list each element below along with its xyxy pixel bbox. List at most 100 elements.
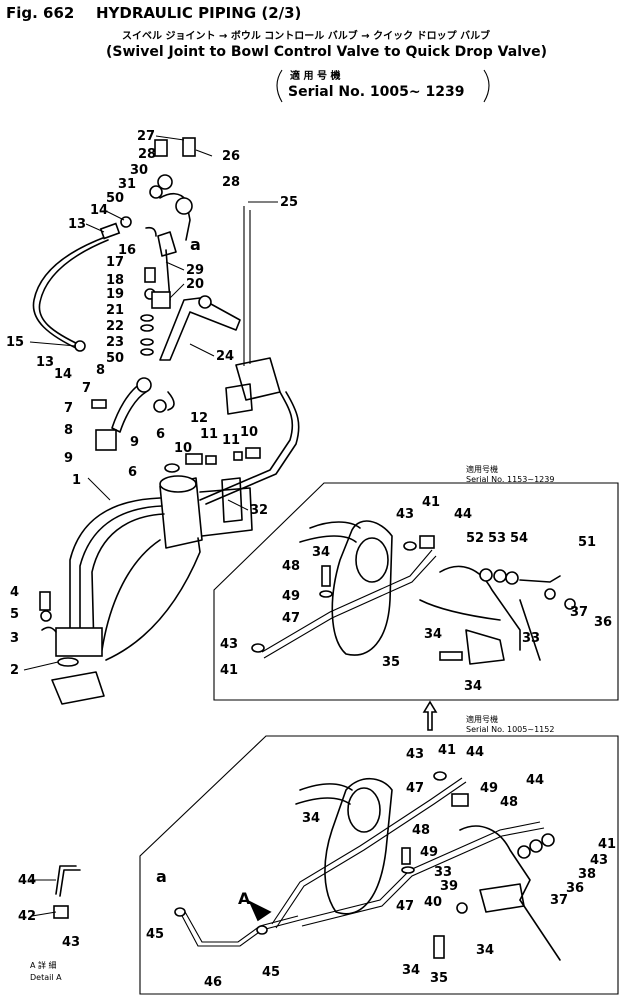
callout-main: 5 bbox=[10, 607, 19, 622]
callout-lower: 49 bbox=[480, 781, 498, 796]
callout-lower: 41 bbox=[438, 743, 456, 758]
leader-lines bbox=[23, 135, 278, 917]
callout-main: 17 bbox=[106, 255, 124, 270]
callout-main: 19 bbox=[106, 287, 124, 302]
callout-main: 11 bbox=[200, 427, 218, 442]
callout-lower: 49 bbox=[420, 845, 438, 860]
callout-main: 6 bbox=[128, 465, 137, 480]
serial-japanese: 適 用 号 機 bbox=[290, 71, 341, 82]
detail-a bbox=[53, 865, 81, 919]
callout-lower: 38 bbox=[578, 867, 596, 882]
lower-inset bbox=[139, 735, 619, 995]
callout-main: 28 bbox=[138, 147, 156, 162]
callout-main: 10 bbox=[240, 425, 258, 440]
callout-main: 7 bbox=[82, 381, 91, 396]
callout-upper: 34 bbox=[464, 679, 482, 694]
callout-lower: 35 bbox=[430, 971, 448, 986]
callout-main: 13 bbox=[36, 355, 54, 370]
callout-upper: 37 bbox=[570, 605, 588, 620]
callout-upper: 54 bbox=[510, 531, 528, 546]
callout-lower: 44 bbox=[526, 773, 544, 788]
callout-main: 15 bbox=[6, 335, 24, 350]
figure-title: HYDRAULIC PIPING (2/3) bbox=[96, 4, 302, 22]
callout-upper: 34 bbox=[312, 545, 330, 560]
callout-main: 29 bbox=[186, 263, 204, 278]
callout-main: 12 bbox=[190, 411, 208, 426]
callout-main: 24 bbox=[216, 349, 234, 364]
callout-main: 6 bbox=[156, 427, 165, 442]
detail-jp: A 詳 細 bbox=[30, 960, 57, 970]
callout-main: 8 bbox=[96, 363, 105, 378]
upper-inset bbox=[213, 482, 619, 701]
lower-inset-jp: 適用号機 bbox=[466, 714, 498, 724]
callout-upper: 35 bbox=[382, 655, 400, 670]
callout-main: 13 bbox=[68, 217, 86, 232]
callout-upper: 49 bbox=[282, 589, 300, 604]
callout-main: 3 bbox=[10, 631, 19, 646]
callout-upper: 47 bbox=[282, 611, 300, 626]
callout-main: 10 bbox=[174, 441, 192, 456]
callout-main: 9 bbox=[64, 451, 73, 466]
callout-lower: 33 bbox=[434, 865, 452, 880]
callout-main: 30 bbox=[130, 163, 148, 178]
serial-number: Serial No. 1005~ 1239 bbox=[288, 84, 465, 100]
continuation-arrow-icon bbox=[422, 700, 438, 731]
callout-lower: 43 bbox=[590, 853, 608, 868]
callout-main: 32 bbox=[250, 503, 268, 518]
callout-main: 11 bbox=[222, 433, 240, 448]
callout-main: 2 bbox=[10, 663, 19, 678]
callout-upper: 43 bbox=[220, 637, 238, 652]
callout-main: 27 bbox=[137, 129, 155, 144]
callout-upper: 33 bbox=[522, 631, 540, 646]
callout-upper: 34 bbox=[424, 627, 442, 642]
callout-upper: 44 bbox=[454, 507, 472, 522]
callout-main: 9 bbox=[130, 435, 139, 450]
marker-a: a bbox=[190, 235, 201, 254]
callout-upper: 41 bbox=[422, 495, 440, 510]
callout-lower: 34 bbox=[402, 963, 420, 978]
callout-main: 22 bbox=[106, 319, 124, 334]
callout-main: 50 bbox=[106, 191, 124, 206]
main-assembly bbox=[32, 137, 300, 705]
callout-upper: 51 bbox=[578, 535, 596, 550]
callout-upper: 43 bbox=[396, 507, 414, 522]
callout-lower: 34 bbox=[476, 943, 494, 958]
callout-main: 23 bbox=[106, 335, 124, 350]
callout-lower: 34 bbox=[302, 811, 320, 826]
japanese-subtitle: スイベル ジョイント → ボウル コントロール バルブ → クイック ドロップ … bbox=[122, 31, 491, 42]
callout-detail: 42 bbox=[18, 909, 36, 924]
callout-main: 4 bbox=[10, 585, 19, 600]
callout-lower: 39 bbox=[440, 879, 458, 894]
callout-upper: 36 bbox=[594, 615, 612, 630]
callout-main: 26 bbox=[222, 149, 240, 164]
callout-lower: 45 bbox=[146, 927, 164, 942]
callout-lower: 40 bbox=[424, 895, 442, 910]
upper-inset-jp: 適用号機 bbox=[466, 464, 498, 474]
english-subtitle: (Swivel Joint to Bowl Control Valve to Q… bbox=[106, 44, 548, 60]
marker-A: A bbox=[238, 889, 251, 908]
callout-upper: 48 bbox=[282, 559, 300, 574]
callout-lower: 41 bbox=[598, 837, 616, 852]
callout-lower: 36 bbox=[566, 881, 584, 896]
callout-upper: 52 bbox=[466, 531, 484, 546]
callout-main: 1 bbox=[72, 473, 81, 488]
callout-detail: 43 bbox=[62, 935, 80, 950]
callout-main: 16 bbox=[118, 243, 136, 258]
callout-main: 21 bbox=[106, 303, 124, 318]
callout-main: 8 bbox=[64, 423, 73, 438]
callout-main: 7 bbox=[64, 401, 73, 416]
callout-main: 25 bbox=[280, 195, 298, 210]
callout-main: 31 bbox=[118, 177, 136, 192]
callout-lower: 47 bbox=[406, 781, 424, 796]
callout-main: 18 bbox=[106, 273, 124, 288]
callout-detail: 44 bbox=[18, 873, 36, 888]
callout-upper: 41 bbox=[220, 663, 238, 678]
callout-lower: 46 bbox=[204, 975, 222, 990]
callout-lower: 48 bbox=[500, 795, 518, 810]
detail-label: Detail A bbox=[30, 973, 62, 982]
callout-lower: 43 bbox=[406, 747, 424, 762]
marker-a-lower: a bbox=[156, 867, 167, 886]
callout-lower: 45 bbox=[262, 965, 280, 980]
figure-number: Fig. 662 bbox=[6, 4, 75, 22]
